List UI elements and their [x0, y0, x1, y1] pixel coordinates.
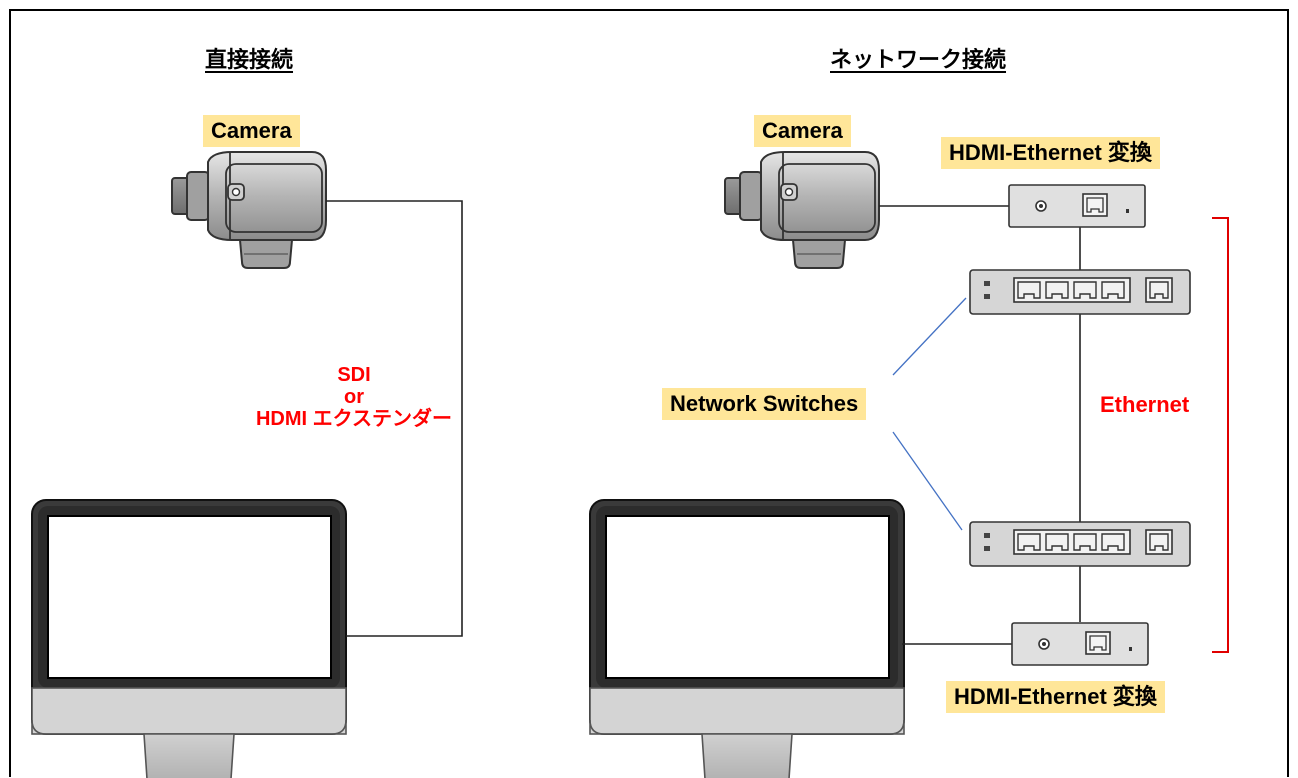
converter-top-label: HDMI-Ethernet 変換 [941, 137, 1160, 169]
network-switch-top [969, 269, 1191, 315]
converter-top [1008, 184, 1146, 228]
left-monitor [31, 499, 347, 778]
right-camera-label: Camera [754, 115, 851, 147]
cable-type-line3: HDMI エクステンダー [255, 408, 453, 430]
left-camera-label: Camera [203, 115, 300, 147]
switch-callout-line-top [892, 297, 967, 376]
left-camera [171, 151, 327, 269]
right-panel-title: ネットワーク接続 [830, 47, 1007, 72]
right-monitor [589, 499, 905, 778]
cable-type-line2: or [344, 386, 364, 408]
switch-callout-line-bottom [892, 431, 963, 531]
ethernet-label: Ethernet [1100, 392, 1190, 417]
diagram-frame [9, 9, 1289, 777]
right-camera [724, 151, 880, 269]
network-switches-label: Network Switches [662, 388, 867, 420]
left-panel-title: 直接接続 [205, 47, 294, 72]
left-cable [326, 200, 463, 637]
converter-bottom-label: HDMI-Ethernet 変換 [946, 681, 1165, 713]
converter-bottom [1011, 622, 1149, 666]
network-switch-bottom [969, 521, 1191, 567]
cable-type-line1: SDI [337, 364, 371, 386]
ethernet-bracket [1212, 217, 1229, 653]
cable-type-label: SDI or HDMI エクステンダー [244, 364, 464, 430]
